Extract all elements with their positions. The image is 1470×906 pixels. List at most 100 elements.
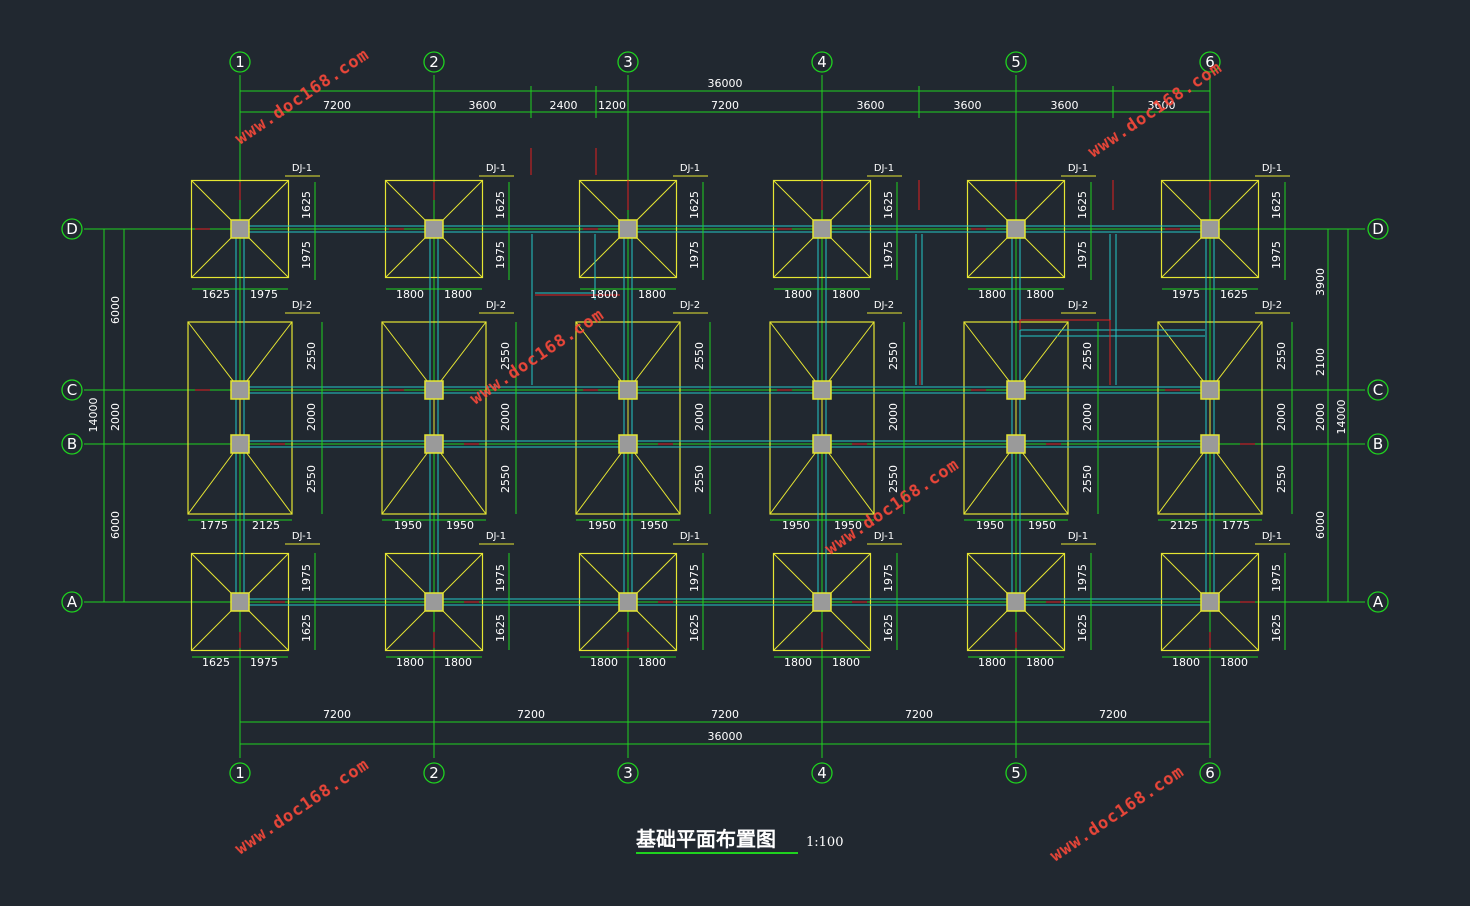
footing-diagonal bbox=[963, 321, 1017, 391]
axis-label: D bbox=[66, 220, 78, 238]
axis-bubble bbox=[423, 51, 445, 73]
footing-dim: 1800 bbox=[978, 656, 1006, 669]
column bbox=[424, 219, 444, 239]
footing-dim: 1975 bbox=[300, 564, 313, 592]
footing-diagonal bbox=[187, 443, 241, 515]
footing-dim: 1800 bbox=[1172, 656, 1200, 669]
footing-dim: 2000 bbox=[1081, 403, 1094, 431]
footing-tag: DJ-2 bbox=[1262, 300, 1282, 311]
footing-dim: 1975 bbox=[250, 288, 278, 301]
footing-diagonal bbox=[575, 321, 629, 391]
axis-bubble bbox=[1367, 433, 1389, 455]
footing-diagonal bbox=[575, 443, 629, 515]
column bbox=[618, 592, 638, 612]
footing-tag: DJ-1 bbox=[486, 163, 506, 174]
axis-bubble bbox=[61, 433, 83, 455]
footing-dim: 1800 bbox=[590, 288, 618, 301]
axis-bubble bbox=[811, 762, 833, 784]
footing-dim: 2000 bbox=[305, 403, 318, 431]
footing-dim: 2550 bbox=[499, 465, 512, 493]
footing-dim: 1800 bbox=[1026, 288, 1054, 301]
column bbox=[1200, 434, 1220, 454]
footing-diagonal bbox=[239, 321, 293, 391]
footing-dim: 1800 bbox=[444, 656, 472, 669]
dim-text: 7200 bbox=[323, 708, 351, 721]
footing-dim: 1950 bbox=[1028, 519, 1056, 532]
footing-dim: 1625 bbox=[300, 191, 313, 219]
axis-bubble bbox=[423, 762, 445, 784]
footing-diagonal bbox=[769, 443, 823, 515]
dim-text: 6000 bbox=[1314, 511, 1327, 539]
dim-text: 2100 bbox=[1314, 348, 1327, 376]
column bbox=[424, 592, 444, 612]
footing-dim: 2000 bbox=[887, 403, 900, 431]
footing-dim: 2550 bbox=[1081, 342, 1094, 370]
axis-bubble bbox=[61, 591, 83, 613]
footing-dim: 1975 bbox=[882, 564, 895, 592]
footing-dim: 1800 bbox=[1220, 656, 1248, 669]
column bbox=[1200, 592, 1220, 612]
dim-text: 3600 bbox=[1051, 99, 1079, 112]
footing-dim: 2550 bbox=[887, 465, 900, 493]
footing-dim: 2000 bbox=[693, 403, 706, 431]
axis-bubble bbox=[61, 218, 83, 240]
footing-dim: 2550 bbox=[693, 342, 706, 370]
axis-label: 3 bbox=[623, 53, 633, 71]
column bbox=[812, 592, 832, 612]
footing-dim: 1975 bbox=[1270, 564, 1283, 592]
footing-diagonal bbox=[433, 321, 487, 391]
footing-tag: DJ-1 bbox=[292, 163, 312, 174]
footing-dj2 bbox=[769, 321, 875, 515]
footing-tag: DJ-2 bbox=[874, 300, 894, 311]
axis-bubble bbox=[617, 762, 639, 784]
footing-dim: 1625 bbox=[202, 656, 230, 669]
footing-diagonal bbox=[769, 321, 823, 391]
footing-dim: 1975 bbox=[688, 564, 701, 592]
axis-bubble bbox=[811, 51, 833, 73]
column bbox=[812, 219, 832, 239]
footing-dim: 1950 bbox=[976, 519, 1004, 532]
footing-dj2 bbox=[963, 321, 1069, 515]
footing-diagonal bbox=[1015, 443, 1069, 515]
axis-label: 2 bbox=[429, 764, 439, 782]
footing-dim: 1800 bbox=[638, 288, 666, 301]
column bbox=[618, 380, 638, 400]
footing-dim: 1625 bbox=[1270, 191, 1283, 219]
footing-dim: 1625 bbox=[494, 614, 507, 642]
column bbox=[230, 219, 250, 239]
footing-diagonal bbox=[1157, 443, 1211, 515]
footing-dim: 1800 bbox=[396, 288, 424, 301]
footing-tag: DJ-1 bbox=[680, 531, 700, 542]
dim-text: 6000 bbox=[109, 296, 122, 324]
dim-text: 3900 bbox=[1314, 268, 1327, 296]
footing-dim: 1625 bbox=[1220, 288, 1248, 301]
dim-text: 3600 bbox=[469, 99, 497, 112]
axis-bubble bbox=[1199, 762, 1221, 784]
column bbox=[1006, 434, 1026, 454]
footing-diagonal bbox=[821, 443, 875, 515]
footing-dim: 1800 bbox=[638, 656, 666, 669]
footing-dim: 1800 bbox=[784, 656, 812, 669]
footing-dim: 1975 bbox=[494, 241, 507, 269]
dim-text: 3600 bbox=[1148, 99, 1176, 112]
footing-dim: 1625 bbox=[882, 614, 895, 642]
axis-bubble bbox=[1005, 51, 1027, 73]
footing-dim: 1950 bbox=[834, 519, 862, 532]
footing-tag: DJ-1 bbox=[680, 163, 700, 174]
axis-label: A bbox=[1373, 593, 1384, 611]
dim-text: 2000 bbox=[1314, 403, 1327, 431]
axis-bubble bbox=[61, 379, 83, 401]
footing-diagonal bbox=[187, 321, 241, 391]
column bbox=[424, 434, 444, 454]
dim-text: 36000 bbox=[708, 730, 743, 743]
footing-diagonal bbox=[627, 321, 681, 391]
footing-dim: 1800 bbox=[1026, 656, 1054, 669]
footing-dim: 1975 bbox=[688, 241, 701, 269]
footing-dim: 1975 bbox=[1076, 564, 1089, 592]
footing-dim: 1625 bbox=[688, 191, 701, 219]
axis-label: B bbox=[67, 435, 77, 453]
footing-diagonal bbox=[239, 443, 293, 515]
dim-text: 7200 bbox=[905, 708, 933, 721]
